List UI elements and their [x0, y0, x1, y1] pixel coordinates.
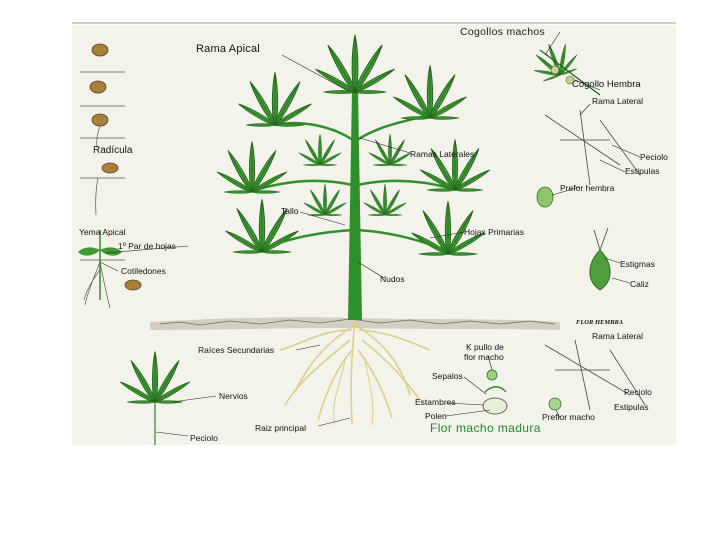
male-preflower — [548, 397, 562, 411]
label-cogollos-machos: Cogollos machos — [460, 26, 546, 38]
label-tallo: Tallo — [281, 206, 299, 216]
female-preflower — [536, 186, 554, 208]
leader-lines — [99, 31, 641, 437]
label-ramas-laterales: Ramas Laterales — [410, 149, 475, 159]
germination-sequence — [78, 43, 142, 309]
label-peciolo-bottom: Peciolo — [624, 387, 652, 397]
label-yema-apical: Yema Apical — [79, 227, 126, 237]
label-peciolo-top: Peciolo — [640, 152, 668, 162]
branch-sketches — [544, 109, 646, 411]
label-nervios: Nervios — [219, 391, 248, 401]
single-leaf — [119, 351, 191, 445]
label-estipulas-top: Estipulas — [625, 166, 660, 176]
label-raiz-principal: Raiz principal — [255, 423, 307, 433]
label-radicula: Radícula — [93, 145, 133, 156]
label-k-pullo: K pullo de — [466, 342, 504, 352]
label-flor-hembra: FLOR HEMBRA — [576, 319, 624, 326]
label-rama-apical: Rama Apical — [196, 43, 260, 55]
label-flor-macho-madura: Flor macho madura — [430, 421, 541, 435]
label-cotiledones: Cotiledones — [121, 266, 166, 276]
female-flower — [589, 227, 611, 291]
label-raices-secundarias: Raíces Secundarias — [198, 345, 275, 355]
label-sepalos: Sepalos — [432, 371, 463, 381]
label-cogollo-hembra: Cogollo Hembra — [572, 79, 641, 90]
label-polen: Polen — [425, 411, 447, 421]
mature-male-flower — [482, 369, 508, 415]
label-prefor-hembra: Prefor hembra — [560, 183, 615, 193]
label-nudos: Nudos — [380, 274, 405, 284]
label-rama-lateral-bottom: Rama Lateral — [592, 331, 644, 341]
label-caliz: Caliz — [630, 279, 649, 289]
label-peciolo-leaf: Peciolo — [190, 433, 218, 443]
male-buds — [527, 36, 601, 96]
label-flor-macho: flor macho — [464, 352, 504, 362]
label-par-de-hojas: 1º Par de hojas — [118, 241, 176, 251]
label-estipulas-bottom: Estipulas — [614, 402, 649, 412]
label-estigmas: Estigmas — [620, 259, 655, 269]
top-rule — [72, 22, 676, 24]
label-hojas-primarias: Hojas Primarias — [464, 227, 524, 237]
roots — [279, 319, 431, 426]
label-estambres: Estambres — [415, 397, 456, 407]
label-rama-lateral-top: Rama Lateral — [592, 96, 644, 106]
label-preflor-macho: Preflor macho — [542, 412, 595, 422]
